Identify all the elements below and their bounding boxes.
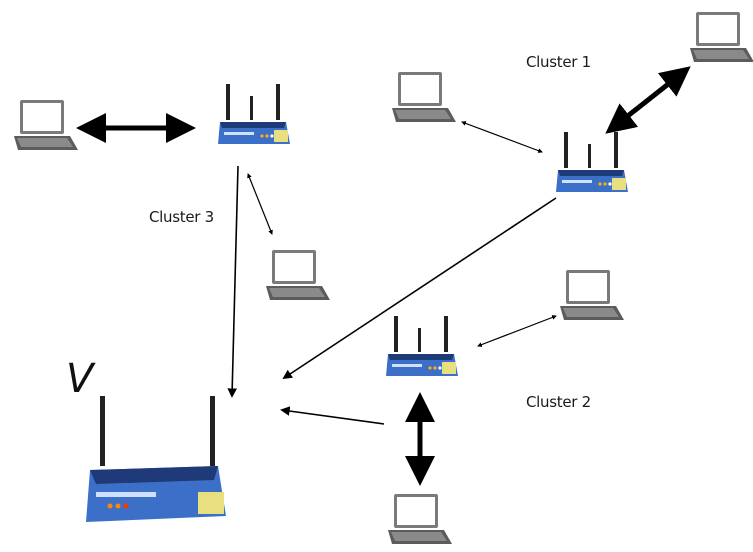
laptop-icon: [690, 12, 753, 62]
router-icon-cluster3: [218, 84, 290, 144]
link-router3-laptop: [247, 173, 273, 235]
router-icon-cluster2: [386, 316, 458, 376]
router-icon-cluster1: [556, 132, 628, 192]
link-router1-laptop: [605, 66, 691, 134]
cluster-3-label: Cluster 3: [149, 208, 214, 226]
link-laptop-router1: [461, 121, 543, 153]
link-router2-sink: [280, 406, 385, 425]
laptop-icon: [560, 270, 624, 320]
laptop-icon: [388, 494, 452, 544]
laptop-icon: [392, 72, 456, 122]
cluster-2-label: Cluster 2: [526, 393, 591, 411]
laptop-icon: [266, 250, 330, 300]
link-router3-sink: [227, 165, 239, 398]
link-router1-sink: [282, 197, 557, 380]
sink-router-icon: [86, 396, 226, 522]
link-router2-laptop: [477, 315, 557, 347]
sink-label: V: [66, 356, 94, 402]
cluster-1-label: Cluster 1: [526, 53, 591, 71]
laptop-icon: [14, 100, 78, 150]
